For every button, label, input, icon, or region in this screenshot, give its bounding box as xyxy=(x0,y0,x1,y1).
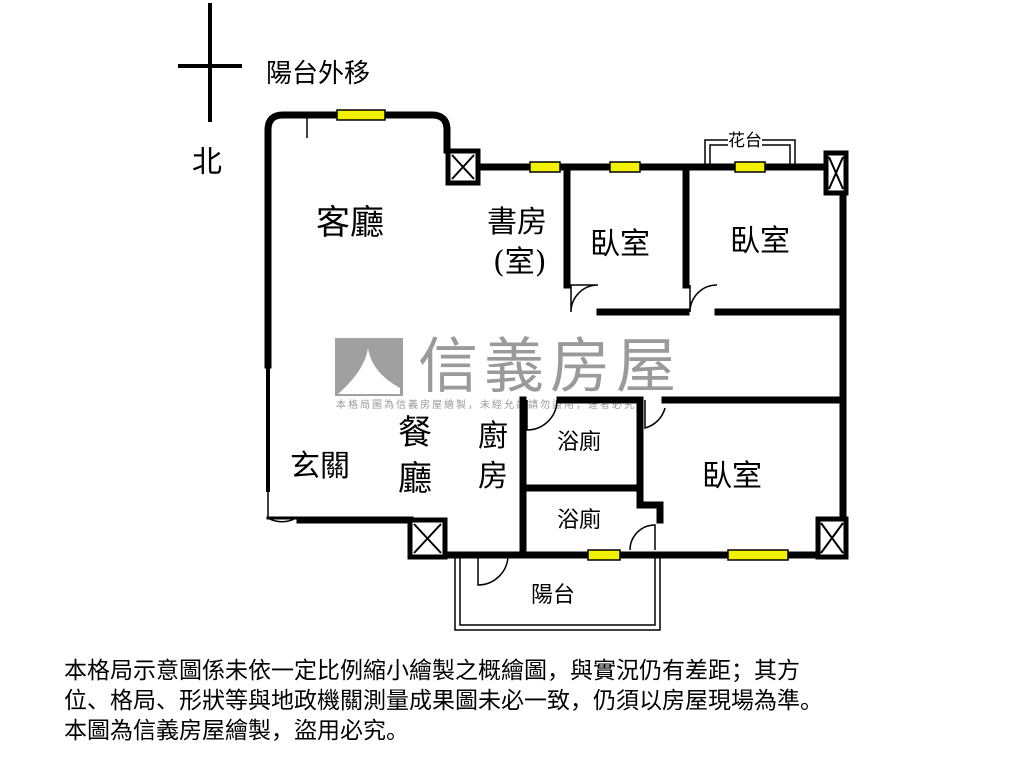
room-bedroom-2: 臥室 xyxy=(730,224,790,259)
watermark-notice: 本格局圖為信義房屋繪製，未經允許請勿盜用，違者必究 xyxy=(336,400,636,411)
planter-label: 花台 xyxy=(728,131,762,152)
disclaimer-line: 位、格局、形狀等與地政機關測量成果圖未必一致，仍須以房屋現場為準。 xyxy=(64,688,823,714)
room-foyer: 玄關 xyxy=(290,449,350,484)
room-study-sub: (室) xyxy=(493,245,547,280)
room-kitchen-1: 廚 xyxy=(478,419,508,454)
room-living: 客廳 xyxy=(316,203,384,243)
room-bedroom-3: 臥室 xyxy=(702,459,762,494)
room-dining-2: 廳 xyxy=(398,459,432,499)
room-bedroom-1: 臥室 xyxy=(590,227,650,262)
room-dining-1: 餐 xyxy=(398,413,432,453)
disclaimer-line: 本圖為信義房屋繪製，盜用必究。 xyxy=(64,718,409,744)
room-kitchen-2: 房 xyxy=(478,459,508,494)
compass-north-label: 北 xyxy=(192,145,222,180)
room-balcony: 陽台 xyxy=(531,583,576,608)
balcony-moved-note: 陽台外移 xyxy=(266,59,371,89)
watermark-brand: 信義房屋 xyxy=(418,332,682,402)
room-bath-2: 浴廁 xyxy=(557,508,602,533)
disclaimer: 本格局示意圖係未依一定比例縮小繪製之概繪圖，與實況仍有差距；其方 位、格局、形狀… xyxy=(64,656,964,746)
room-study: 書房 xyxy=(487,205,547,240)
disclaimer-line: 本格局示意圖係未依一定比例縮小繪製之概繪圖，與實況仍有差距；其方 xyxy=(64,658,800,684)
room-bath-1: 浴廁 xyxy=(557,430,602,455)
